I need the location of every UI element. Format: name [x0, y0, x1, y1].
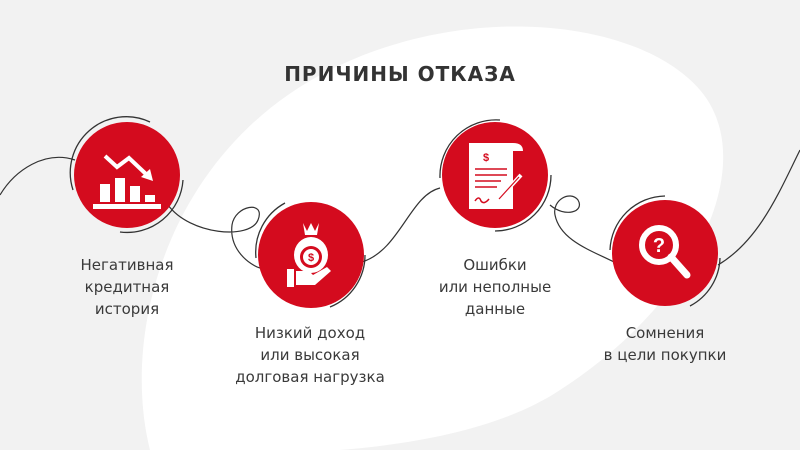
page-title: ПРИЧИНЫ ОТКАЗА	[284, 62, 516, 86]
circle-outline-arcs	[69, 116, 721, 308]
label-line: Ошибки	[463, 256, 527, 274]
label-line: данные	[464, 300, 526, 318]
label-line: или неполные	[438, 278, 552, 296]
label-line: Негативная	[80, 256, 174, 274]
label-line: в цели покупки	[603, 346, 727, 364]
connector-line	[0, 149, 800, 269]
svg-text:$: $	[483, 152, 489, 164]
label-line: или высокая	[260, 346, 360, 364]
label-line: история	[94, 300, 160, 318]
label-line: Сомнения	[625, 324, 705, 342]
chart-down-icon	[74, 122, 180, 228]
svg-text:$: $	[308, 252, 314, 264]
money-bag-hand-icon: $	[258, 202, 364, 308]
step-2-label: Низкий доход или высокая долговая нагруз…	[210, 322, 410, 388]
white-blob	[141, 26, 723, 450]
magnifier-question-icon: ?	[612, 200, 718, 306]
label-line: долговая нагрузка	[235, 368, 385, 386]
label-line: кредитная	[84, 278, 170, 296]
step-3-label: Ошибки или неполные данные	[395, 254, 595, 320]
step-4-label: Сомнения в цели покупки	[565, 322, 765, 366]
svg-text:?: ?	[653, 235, 665, 257]
label-line: Низкий доход	[254, 324, 366, 342]
step-1-label: Негативная кредитная история	[27, 254, 227, 320]
document-sign-icon: $	[442, 122, 548, 228]
